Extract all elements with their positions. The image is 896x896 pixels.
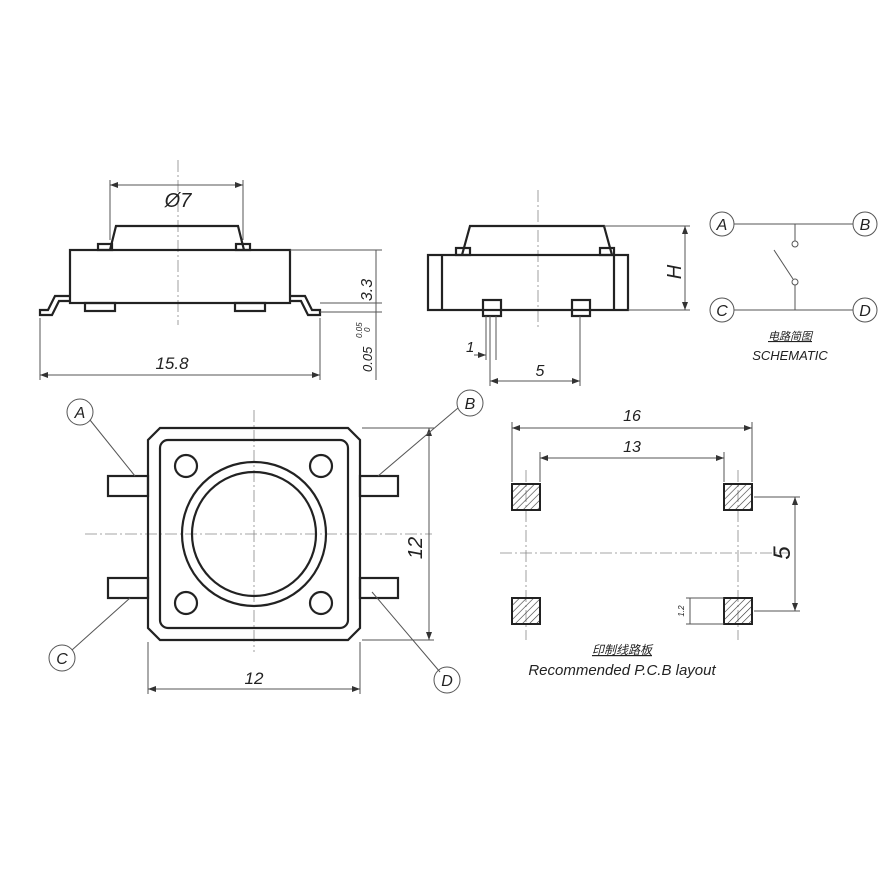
lead-d <box>358 576 400 600</box>
bottom-pad <box>233 301 267 313</box>
right-lead <box>290 294 322 317</box>
pitch-label: 5 <box>769 546 796 560</box>
pcb-pad <box>511 597 541 625</box>
switch-cap <box>108 224 246 251</box>
pcb-title-cn: 印制线路板 <box>592 643 654 657</box>
actuator-outer <box>180 460 328 608</box>
switch-lever <box>773 249 794 280</box>
lead-b <box>358 474 400 498</box>
pin-c-label: C <box>716 303 728 320</box>
switch-frame <box>158 438 350 630</box>
h-label: H <box>664 264 686 279</box>
length-label: 15.8 <box>155 354 189 373</box>
lead-a <box>106 474 150 498</box>
pin-a-label: A <box>716 217 728 234</box>
lead-c <box>106 576 150 600</box>
lead <box>570 298 592 318</box>
top-view: 12 12 A B C D <box>48 389 484 694</box>
pin-b-label: B <box>465 396 476 413</box>
pcb-pad <box>723 597 753 625</box>
schematic-title-cn: 电路简图 <box>768 330 814 343</box>
pcb-pad <box>723 483 753 511</box>
pin-d-label: D <box>441 673 453 690</box>
pad-size-label: 1.2 <box>677 605 686 617</box>
tolerance-minus: 0 <box>363 327 372 332</box>
pin-a-label: A <box>74 405 86 422</box>
lead <box>481 298 503 318</box>
schematic: A B C D 电路简图 SCHEMATIC <box>709 211 878 363</box>
side-view: Ø7 15.8 3.3 0.05 0.05 0 <box>38 160 382 380</box>
switch-body <box>146 426 362 642</box>
pcb-pad <box>511 483 541 511</box>
pcb-title: Recommended P.C.B layout <box>528 662 716 679</box>
depth-label: 12 <box>405 537 427 559</box>
cap-tab <box>234 242 252 252</box>
schematic-title: SCHEMATIC <box>752 348 828 363</box>
actuator-inner <box>190 470 318 598</box>
pitch-label: 5 <box>536 363 545 380</box>
inner-span-label: 13 <box>623 439 641 456</box>
pin-c-icon <box>709 297 735 323</box>
width-label: 12 <box>245 669 264 688</box>
lead-width-label: 1 <box>466 339 474 356</box>
front-view: H 1 5 <box>426 190 690 386</box>
left-lead <box>38 294 70 317</box>
tolerance-plus: 0.05 <box>355 322 364 338</box>
height-label: 3.3 <box>359 279 376 301</box>
pin-b-label: B <box>860 217 871 234</box>
switch-body <box>426 253 630 312</box>
pin-c-label: C <box>56 651 68 668</box>
pin-d-label: D <box>859 303 871 320</box>
bottom-pad <box>83 301 117 313</box>
tolerance-label: 0.05 <box>360 346 375 372</box>
outer-span-label: 16 <box>623 408 641 425</box>
pcb-layout: 16 13 5 1.2 印制线路板 Recommended P.C.B layo… <box>500 408 800 679</box>
cap-tab <box>96 242 114 252</box>
pin-d-icon <box>852 297 878 323</box>
diameter-label: Ø7 <box>164 190 193 212</box>
pin-a-icon <box>709 211 735 237</box>
pin-b-icon <box>852 211 878 237</box>
switch-cap <box>460 224 614 256</box>
switch-body <box>68 248 292 305</box>
